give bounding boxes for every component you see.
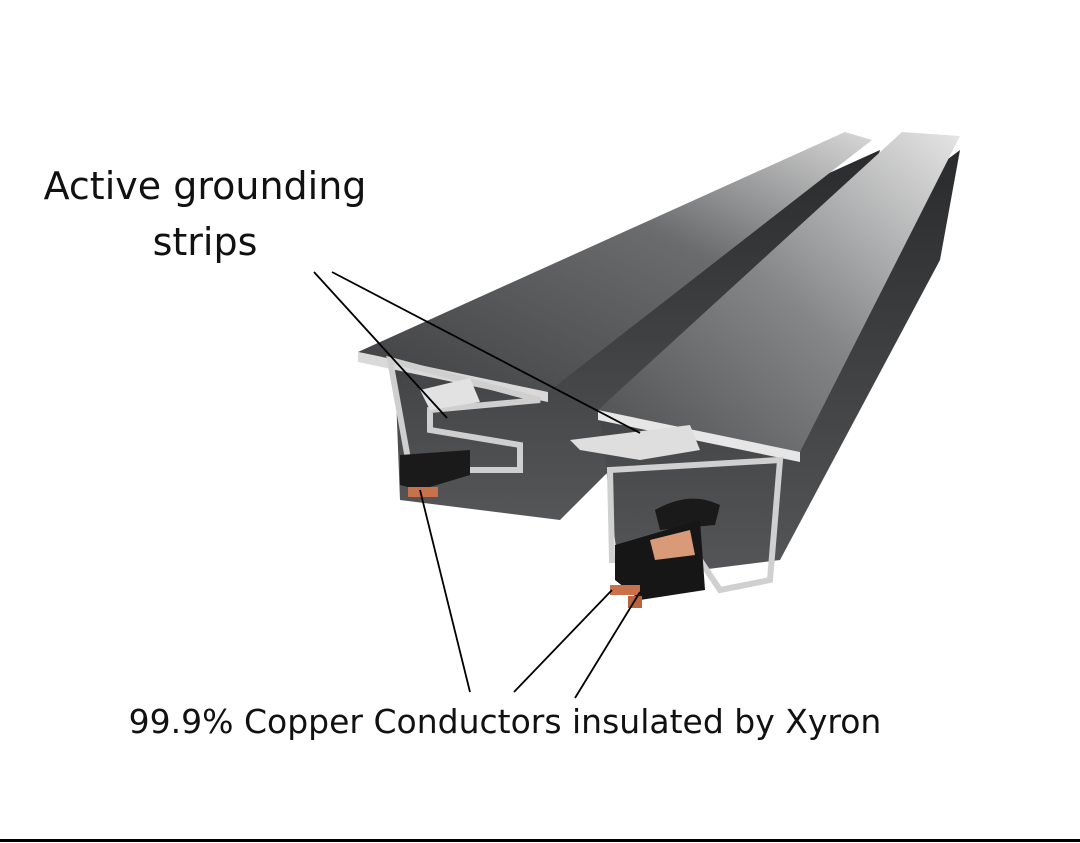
left-rail (358, 132, 880, 520)
right-rail (570, 132, 960, 608)
leader-line (513, 589, 613, 693)
copper-conductor (408, 487, 438, 497)
copper-conductor (610, 585, 640, 595)
copper-conductors-label: 99.9% Copper Conductors insulated by Xyr… (128, 702, 882, 741)
leader-line (331, 271, 641, 434)
grounding-label-line1: Active grounding (43, 164, 367, 208)
leader-line (574, 591, 641, 699)
grounding-label-line2: strips (152, 220, 258, 264)
leader-line (313, 271, 448, 419)
leader-line (419, 489, 471, 693)
leader-lines (313, 271, 641, 699)
copper-conductor (628, 596, 642, 608)
bottom-divider (0, 839, 1080, 842)
grounding-strips-label: Active grounding strips (20, 158, 390, 270)
